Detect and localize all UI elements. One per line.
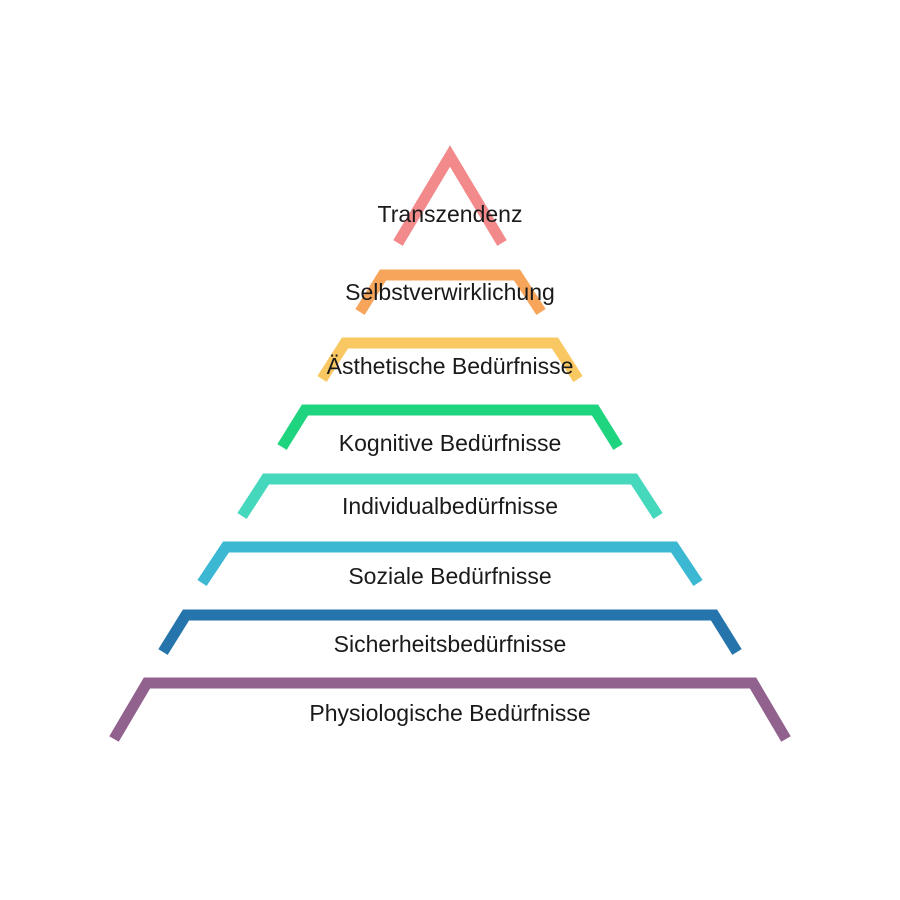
level-3-frame bbox=[317, 337, 583, 382]
level-2-frame bbox=[355, 269, 546, 315]
level-6-frame bbox=[197, 541, 703, 587]
level-7-frame bbox=[158, 609, 742, 655]
level-8-frame bbox=[109, 677, 791, 742]
level-label-kognitive: Kognitive Bedürfnisse bbox=[338, 430, 562, 456]
level-label-soziale: Soziale Bedürfnisse bbox=[348, 563, 552, 589]
level-label-aesthetische: Ästhetische Bedürfnisse bbox=[326, 353, 574, 379]
level-label-individual: Individualbedürfnisse bbox=[341, 493, 559, 519]
level-5-frame bbox=[237, 473, 663, 519]
level-label-physiologische: Physiologische Bedürfnisse bbox=[309, 700, 591, 726]
level-label-transzendenz: Transzendenz bbox=[377, 201, 523, 227]
level-1-triangle bbox=[393, 145, 507, 246]
level-4-frame bbox=[277, 404, 623, 450]
level-label-sicherheit: Sicherheitsbedürfnisse bbox=[333, 631, 567, 657]
level-label-selbstverwirklichung: Selbstverwirklichung bbox=[345, 279, 555, 305]
